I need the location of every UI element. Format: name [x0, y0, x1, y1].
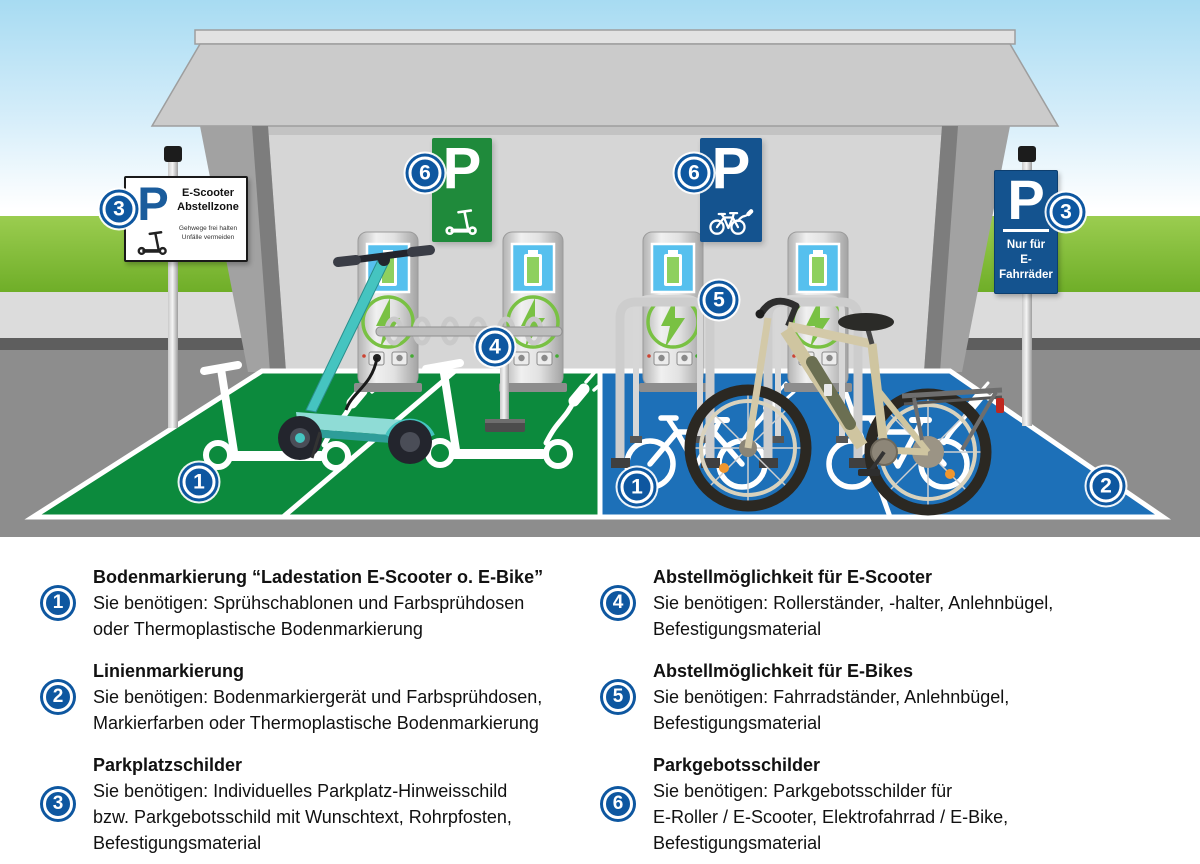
sign-divider	[1003, 229, 1049, 233]
sign-parking-escooter: P	[432, 138, 492, 242]
e-scooter	[278, 245, 435, 464]
legend-title: Abstellmöglichkeit für E-Scooter	[653, 567, 933, 587]
legend-title: Bodenmarkierung “Ladestation E-Scooter o…	[93, 567, 544, 587]
callout-3-left-sign: 3	[102, 192, 136, 226]
legend-line: Sie benötigen: Individuelles Parkplatz-H…	[93, 781, 508, 801]
legend-line: Befestigungsmaterial	[653, 833, 822, 853]
callout-1-scooter-floor: 1	[182, 465, 216, 499]
sign-text: E-Fahrräder	[999, 254, 1053, 282]
legend-title: Parkplatzschilder	[93, 755, 243, 775]
callout-6-blue-sign: 6	[677, 156, 711, 190]
sign-nur-fuer-efahrraeder: P Nur für E-Fahrräder	[994, 170, 1058, 294]
p-symbol: P	[137, 177, 169, 230]
scooter-holder-rail	[375, 316, 563, 432]
legend-line: E-Roller / E-Scooter, Elektrofahrrad / E…	[653, 807, 1009, 827]
legend-item-5: 5 Abstellmöglichkeit für E-Bikes Sie ben…	[600, 658, 1200, 736]
illustration: P E-Scooter Abstellzone Gehwege frei hal…	[0, 0, 1200, 537]
sign-title: E-Scooter	[182, 187, 234, 199]
legend-line: Sie benötigen: Parkgebotsschilder für	[653, 781, 953, 801]
legend-title: Linienmarkierung	[93, 661, 245, 681]
legend-line: bzw. Parkgebotsschild mit Wunschtext, Ro…	[93, 807, 512, 827]
legend-line: Sie benötigen: Bodenmarkiergerät und Far…	[93, 687, 543, 707]
ebike-icon	[709, 209, 754, 235]
legend-line: Sie benötigen: Rollerständer, -halter, A…	[653, 593, 1054, 613]
legend-badge-6: 6	[603, 789, 633, 819]
legend-badge-3: 3	[43, 789, 73, 819]
sign-text: Nur für	[1006, 239, 1046, 252]
charging-pillar	[637, 230, 709, 394]
legend-badge-1: 1	[43, 588, 73, 618]
legend-title: Parkgebotsschilder	[653, 755, 821, 775]
legend-item-6: 6 Parkgebotsschilder Sie benötigen: Park…	[600, 752, 1200, 856]
legend-line: Befestigungsmaterial	[653, 619, 822, 639]
legend-badge-5: 5	[603, 682, 633, 712]
left-sign-pole	[164, 146, 182, 428]
canopy-shelter	[150, 29, 1060, 372]
legend-item-3: 3 Parkplatzschilder Sie benötigen: Indiv…	[40, 752, 600, 856]
p-symbol: P	[1007, 168, 1045, 231]
callout-2-line-marking: 2	[1089, 469, 1123, 503]
legend-line: Sie benötigen: Fahrradständer, Anlehnbüg…	[653, 687, 1010, 707]
callout-1-bike-floor: 1	[620, 470, 654, 504]
sign-escooter-abstellzone: P E-Scooter Abstellzone Gehwege frei hal…	[124, 176, 248, 262]
sign-title: Abstellzone	[177, 200, 239, 213]
legend-line: oder Thermoplastische Bodenmarkierung	[93, 619, 423, 639]
legend-badge-2: 2	[43, 682, 73, 712]
scooter-icon	[137, 231, 167, 255]
p-symbol: P	[442, 136, 482, 201]
scooter-icon	[445, 209, 477, 235]
callout-5-bike-rack: 5	[702, 283, 736, 317]
p-symbol: P	[711, 136, 751, 201]
bike-racks	[611, 295, 868, 468]
sign-parking-ebike: P	[700, 138, 762, 242]
legend-title: Abstellmöglichkeit für E-Bikes	[653, 661, 914, 681]
legend-line: Markierfarben oder Thermoplastische Bode…	[93, 713, 539, 733]
sign-subtext: Gehwege frei halten	[178, 224, 238, 232]
legend: 1 Bodenmarkierung “Ladestation E-Scooter…	[0, 540, 1200, 864]
legend-item-2: 2 Linienmarkierung Sie benötigen: Bodenm…	[40, 658, 600, 736]
callout-3-right-sign: 3	[1049, 195, 1083, 229]
legend-item-1: 1 Bodenmarkierung “Ladestation E-Scooter…	[40, 564, 600, 642]
e-bike	[684, 297, 1004, 516]
legend-item-4: 4 Abstellmöglichkeit für E-Scooter Sie b…	[600, 564, 1200, 642]
charging-pillar	[497, 230, 569, 394]
legend-badge-4: 4	[603, 588, 633, 618]
legend-line: Sie benötigen: Sprühschablonen und Farbs…	[93, 593, 525, 613]
legend-line: Befestigungsmaterial	[93, 833, 262, 853]
sign-subtext: Unfälle vermeiden	[181, 234, 235, 242]
legend-line: Befestigungsmaterial	[653, 713, 822, 733]
callout-6-green-sign: 6	[408, 156, 442, 190]
callout-4-scooter-rack: 4	[478, 330, 512, 364]
